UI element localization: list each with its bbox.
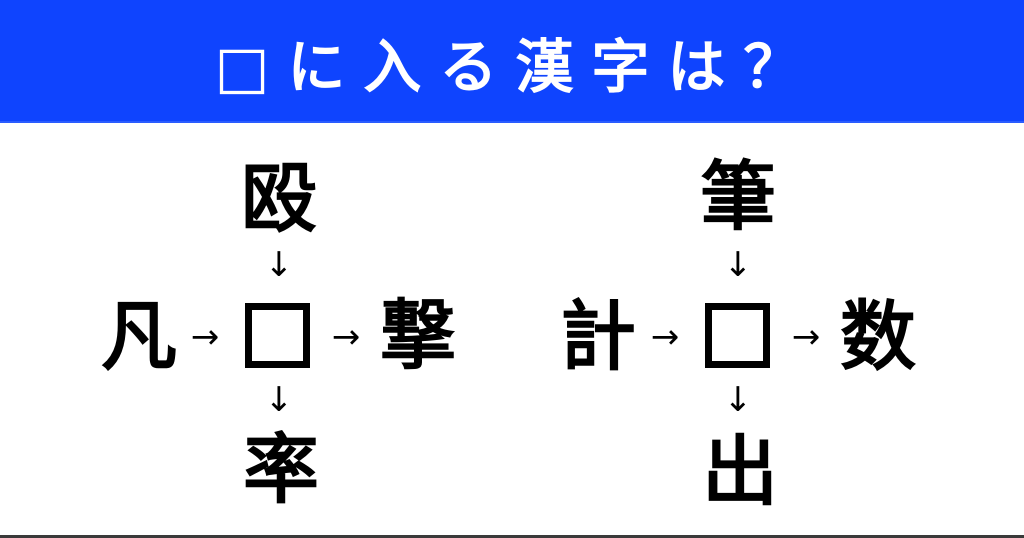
puzzle-1-down-arrow-icon-2: ↓ (264, 380, 294, 420)
puzzle-1-left-kanji: 凡 (101, 292, 177, 381)
puzzle-2-bottom-kanji: 出 (702, 427, 778, 516)
puzzle-1-right-arrow-icon-2: → (331, 317, 361, 357)
puzzle-2-right-kanji: 数 (840, 292, 916, 381)
puzzle-1-down-arrow-icon: ↓ (264, 245, 294, 285)
puzzle-1-right-arrow-icon: → (190, 317, 220, 357)
puzzle-2-right-arrow-icon: → (650, 317, 680, 357)
puzzle-1-blank-box[interactable] (245, 303, 310, 368)
bottom-border (0, 535, 1024, 538)
puzzle-2-left-kanji: 計 (560, 292, 636, 381)
puzzle-2-down-arrow-icon: ↓ (723, 245, 753, 285)
puzzle-1-right-kanji: 撃 (380, 291, 456, 380)
puzzle-2-blank-box[interactable] (705, 303, 770, 368)
puzzle-2-right-arrow-icon-2: → (791, 317, 821, 357)
page-title: □に入る漢字は？ (214, 32, 820, 101)
puzzle-1-bottom-kanji: 率 (243, 425, 319, 514)
title-banner: □に入る漢字は？ (0, 0, 1024, 123)
puzzle-2-top-kanji: 筆 (700, 152, 776, 241)
puzzle-1-top-kanji: 殴 (241, 154, 317, 243)
puzzle-2-down-arrow-icon-2: ↓ (723, 380, 753, 420)
